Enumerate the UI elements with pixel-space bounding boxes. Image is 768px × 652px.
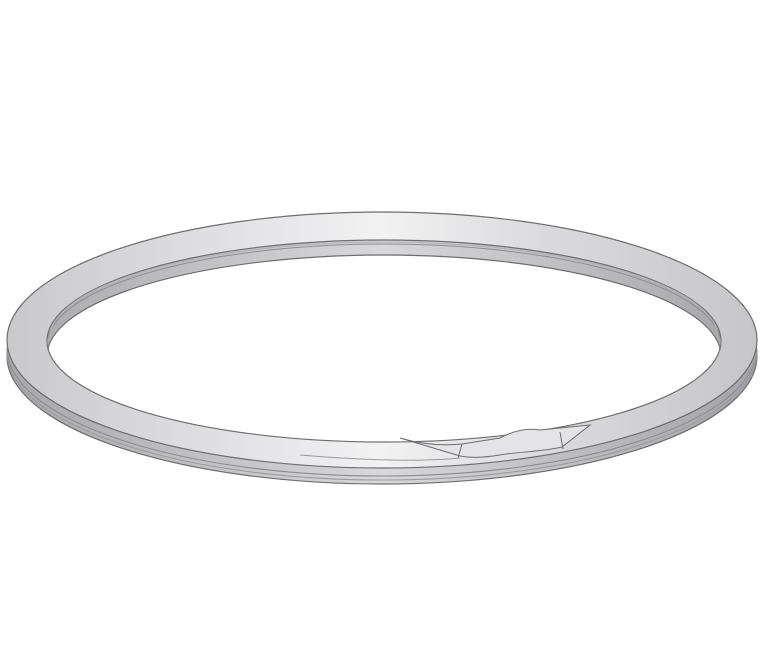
ring-face bbox=[6, 211, 758, 469]
ring-gap bbox=[299, 424, 592, 461]
